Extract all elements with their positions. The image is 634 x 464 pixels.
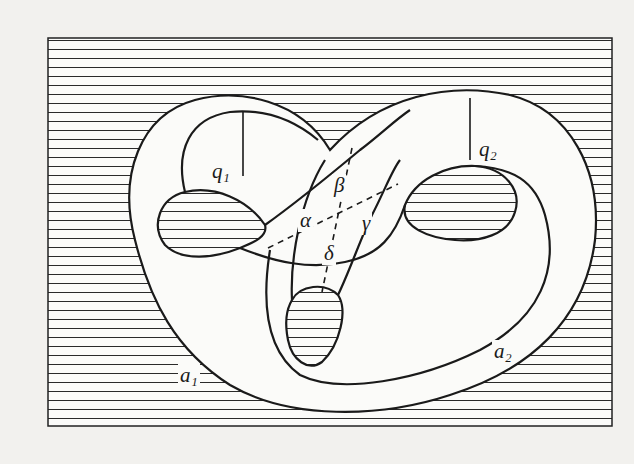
bottom-hole <box>286 287 342 366</box>
surface-outline <box>129 90 596 412</box>
cut-line <box>469 98 471 160</box>
band-edge <box>182 111 318 192</box>
band-edges <box>182 110 550 384</box>
cut-label: q₂ <box>477 138 499 161</box>
band-edge <box>265 110 410 225</box>
region-label: γ <box>360 212 372 235</box>
region-label: α <box>298 209 313 232</box>
right-hole <box>404 166 516 240</box>
dashed-cut <box>322 148 352 292</box>
region-label: β <box>332 174 346 197</box>
cut-line <box>242 112 244 176</box>
dashed-cuts <box>268 148 398 292</box>
region-label: δ <box>322 242 336 265</box>
boundary-label: a₁ <box>178 364 200 387</box>
boundary-label: a₂ <box>492 340 514 363</box>
band-edge <box>338 160 400 295</box>
band-edge <box>266 166 549 384</box>
hatched-frame <box>48 38 612 426</box>
cut-label: q₁ <box>210 160 232 183</box>
left-hole <box>158 190 265 256</box>
band-edge <box>292 160 325 300</box>
band-edge <box>240 205 405 265</box>
